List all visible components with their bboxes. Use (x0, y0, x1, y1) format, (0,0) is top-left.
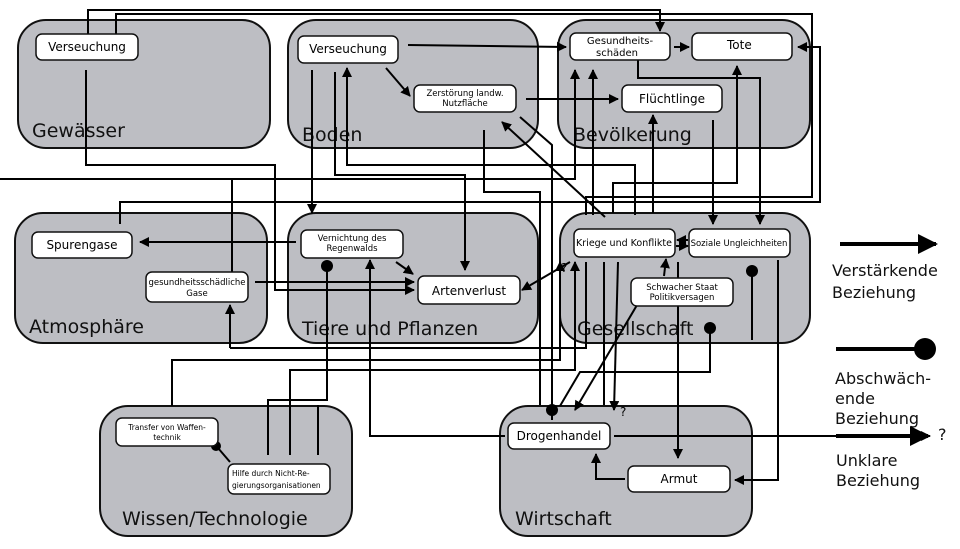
node-tote: Tote (691, 32, 793, 61)
svg-text:Beziehung: Beziehung (835, 409, 919, 428)
svg-text:Hilfe durch Nicht-Re-: Hilfe durch Nicht-Re- (232, 469, 310, 478)
group-label: Tiere und Pflanzen (301, 318, 478, 340)
svg-text:Soziale Ungleichheiten: Soziale Ungleichheiten (691, 239, 788, 249)
group-label: Bevölkerung (573, 124, 692, 146)
node-drogenhandel: Drogenhandel (507, 422, 611, 450)
svg-text:Zerstörung landw.: Zerstörung landw. (426, 89, 503, 99)
svg-text:ende: ende (835, 389, 875, 408)
svg-text:Politikversagen: Politikversagen (650, 293, 715, 303)
legend: Verstärkende Beziehung Abschwäch- ende B… (832, 234, 947, 490)
unclear-mark: ? (561, 261, 567, 275)
svg-text:Abschwäch-: Abschwäch- (835, 369, 931, 388)
legend-dot-weakening (914, 338, 936, 360)
node-spurengase: Spurengase (31, 231, 133, 259)
node-gesundheitsschaeden: Gesundheits-schäden (569, 32, 671, 61)
svg-text:Gase: Gase (186, 289, 207, 299)
node-fluechtlinge: Flüchtlinge (621, 84, 723, 113)
svg-text:Unklare: Unklare (836, 451, 897, 470)
svg-text:?: ? (938, 425, 947, 444)
group-label: Wissen/Technologie (122, 508, 308, 530)
node-kriege: Kriege und Konflikte (573, 228, 676, 258)
svg-text:Spurengase: Spurengase (46, 238, 117, 252)
node-ngo-hilfe: Hilfe durch Nicht-Re-gierungsorganisatio… (227, 463, 331, 495)
svg-text:Tote: Tote (726, 38, 752, 52)
svg-text:Beziehung: Beziehung (832, 283, 916, 302)
group-label: Gewässer (32, 120, 125, 142)
group-label: Atmosphäre (29, 316, 144, 338)
svg-text:Nutzfläche: Nutzfläche (442, 99, 487, 109)
group-label: Gesellschaft (577, 318, 693, 340)
svg-text:Kriege und Konflikte: Kriege und Konflikte (576, 238, 672, 249)
node-waffentechnik: Transfer von Waffen-technik (115, 417, 219, 447)
svg-text:gesundheitsschädliche: gesundheitsschädliche (148, 278, 245, 288)
node-ungleichheit: Soziale Ungleichheiten (688, 228, 791, 258)
svg-text:gierungsorganisationen: gierungsorganisationen (232, 481, 321, 490)
svg-text:Drogenhandel: Drogenhandel (517, 429, 602, 443)
svg-text:Flüchtlinge: Flüchtlinge (639, 92, 705, 106)
node-verseuchung-boden: Verseuchung (297, 35, 399, 64)
svg-text:Transfer von Waffen-: Transfer von Waffen- (127, 423, 206, 432)
svg-text:Verstärkende: Verstärkende (832, 261, 938, 280)
node-zerstoerung: Zerstörung landw.Nutzfläche (413, 84, 517, 113)
svg-text:Regenwalds: Regenwalds (326, 244, 378, 254)
svg-text:Verseuchung: Verseuchung (309, 42, 387, 56)
svg-text:technik: technik (153, 433, 181, 442)
group-label: Wirtschaft (515, 508, 612, 530)
node-artenverlust: Artenverlust (417, 275, 521, 305)
node-armut: Armut (627, 465, 731, 493)
node-verseuchung-gewaesser: Verseuchung (35, 33, 139, 61)
svg-text:Beziehung: Beziehung (836, 471, 920, 490)
svg-text:Vernichtung des: Vernichtung des (318, 234, 387, 244)
unclear-mark: ? (620, 405, 626, 419)
svg-text:Gesundheits-: Gesundheits- (587, 36, 654, 47)
svg-text:Armut: Armut (661, 472, 698, 486)
svg-text:schäden: schäden (596, 48, 638, 59)
svg-text:Verseuchung: Verseuchung (48, 40, 126, 54)
svg-text:Schwacher Staat: Schwacher Staat (646, 283, 718, 293)
svg-text:Artenverlust: Artenverlust (432, 284, 506, 298)
